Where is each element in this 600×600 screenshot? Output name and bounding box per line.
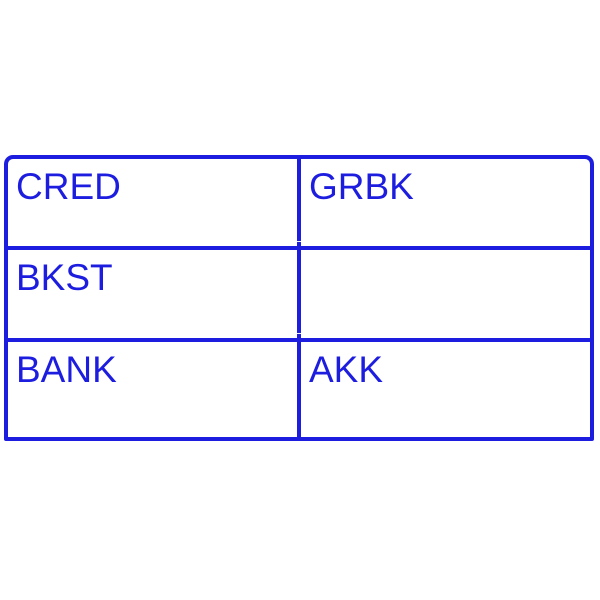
cell-label: CRED (16, 166, 121, 207)
cell-label: BKST (16, 257, 113, 298)
table-cell[interactable]: BKST (8, 250, 301, 338)
cell-label: GRBK (309, 166, 414, 207)
table-cell[interactable]: BANK (8, 342, 301, 437)
table-cell[interactable]: GRBK (301, 159, 590, 246)
table-row: CRED GRBK (8, 159, 590, 250)
table-row: BKST (8, 250, 590, 342)
table-cell[interactable]: CRED (8, 159, 301, 246)
cell-label: AKK (309, 349, 384, 390)
bank-code-grid-table: CRED GRBK BKST BANK AKK (4, 155, 594, 441)
cell-label: BANK (16, 349, 117, 390)
table-row: BANK AKK (8, 342, 590, 437)
table-cell-empty[interactable] (301, 250, 590, 338)
table-cell[interactable]: AKK (301, 342, 590, 437)
